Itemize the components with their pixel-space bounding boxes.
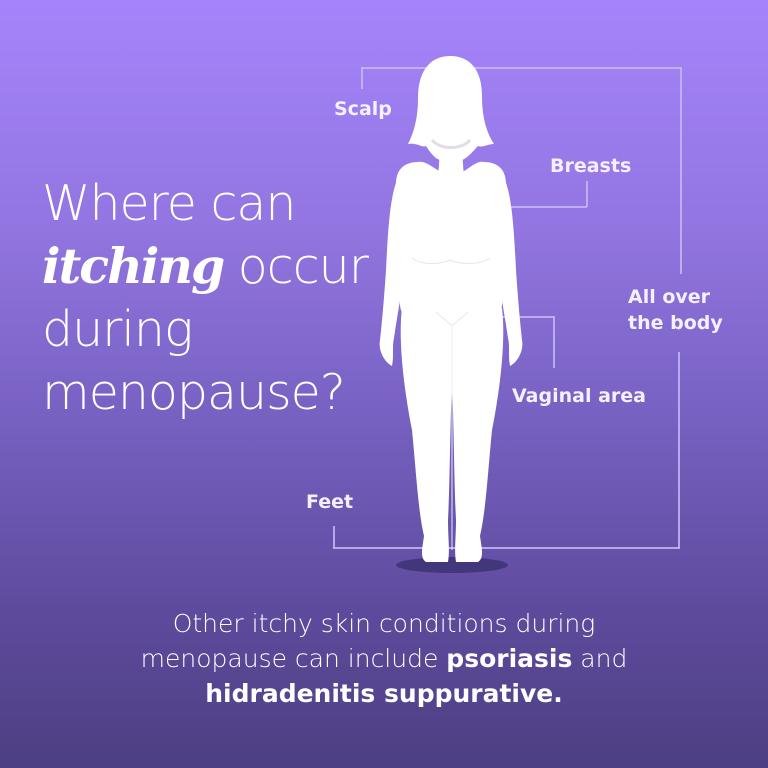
headline-line-3: during xyxy=(42,301,193,358)
label-scalp: Scalp xyxy=(334,98,392,120)
bottom-connector-horizontal xyxy=(333,547,680,549)
headline-line-2: itching occur xyxy=(42,235,382,298)
female-body-silhouette-icon xyxy=(379,56,523,573)
headline-line-4: menopause? xyxy=(42,364,346,421)
footer-bold-psoriasis: psoriasis xyxy=(446,644,573,673)
label-breasts: Breasts xyxy=(550,155,632,177)
label-all-over-body: All over the body xyxy=(628,284,723,336)
footer-bold-hidradenitis: hidradenitis suppurative. xyxy=(205,679,563,708)
footer-line-3: hidradenitis suppurative. xyxy=(0,676,768,711)
label-vaginal-area: Vaginal area xyxy=(512,385,646,407)
headline-line-2-rest: occur xyxy=(223,238,369,295)
scalp-connector-vertical xyxy=(361,67,363,89)
footer-line-1: Other itchy skin conditions during xyxy=(172,609,596,638)
top-connector-horizontal xyxy=(361,67,681,69)
breasts-connector-horizontal xyxy=(490,206,587,208)
footer-note: Other itchy skin conditions during menop… xyxy=(0,606,768,711)
footer-text: menopause can include xyxy=(140,644,447,673)
headline-line-1: Where can xyxy=(42,175,296,232)
footer-text-and: and xyxy=(572,644,628,673)
right-connector-upper xyxy=(680,67,682,274)
headline: Where can itching occur during menopause… xyxy=(42,172,382,424)
headline-emphasis: itching xyxy=(42,237,225,295)
label-all-over-line-2: the body xyxy=(628,312,723,334)
right-connector-lower xyxy=(678,352,680,548)
feet-connector-vertical xyxy=(333,526,335,548)
label-feet: Feet xyxy=(306,491,354,513)
vaginal-connector-vertical xyxy=(553,316,555,368)
breasts-connector-vertical xyxy=(586,181,588,207)
footer-line-2: menopause can include psoriasis and xyxy=(0,641,768,676)
label-all-over-line-1: All over xyxy=(628,286,711,308)
